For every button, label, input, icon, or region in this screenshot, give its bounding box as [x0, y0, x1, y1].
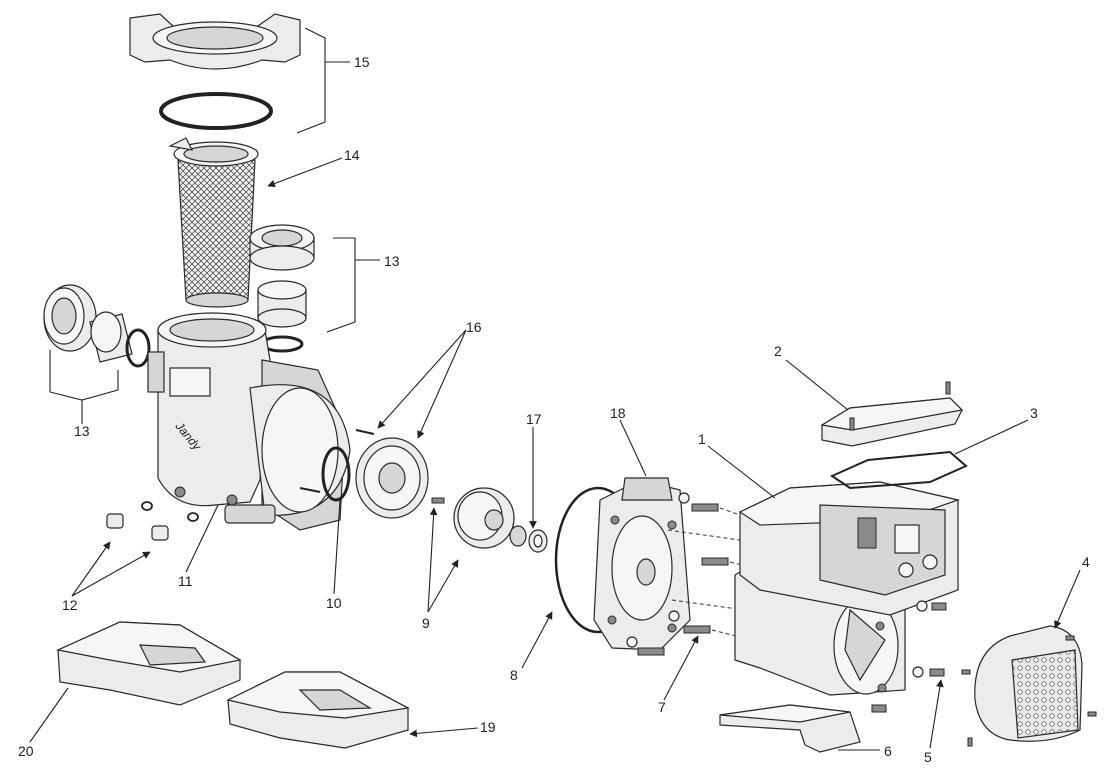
- callout-5: 5: [924, 749, 932, 765]
- drive-enclosure: [738, 481, 961, 616]
- shaft-seal: [509, 525, 548, 553]
- diffuser-o-ring: [321, 446, 351, 502]
- motor-support: [719, 704, 861, 753]
- callout-19: 19: [480, 719, 496, 735]
- diffuser-pins: [299, 429, 375, 493]
- callout-13-right: 13: [384, 253, 400, 269]
- rear-bolts: [871, 600, 947, 713]
- callout-1: 1: [698, 431, 706, 447]
- callout-16: 16: [466, 319, 482, 335]
- diffuser: [355, 437, 429, 519]
- lid-o-ring: [159, 92, 273, 130]
- seal-plate: [593, 477, 691, 651]
- union-nut-outlet: [249, 224, 315, 271]
- drain-plugs: [106, 501, 199, 541]
- callout-12: 12: [62, 597, 78, 613]
- callout-6: 6: [884, 743, 892, 759]
- strainer-basket: [168, 137, 259, 308]
- strainer-lid: [129, 13, 301, 70]
- callout-4: 4: [1082, 554, 1090, 570]
- callout-18: 18: [610, 405, 626, 421]
- callout-10: 10: [326, 595, 342, 611]
- callout-8: 8: [510, 667, 518, 683]
- pump-base: [56, 621, 242, 706]
- union-nut-inlet: [43, 284, 97, 352]
- callout-13-left: 13: [74, 423, 90, 439]
- callout-20: 20: [18, 743, 34, 759]
- callout-17: 17: [526, 411, 542, 427]
- tailpiece-o-ring-inlet: [125, 328, 151, 368]
- callout-14: 14: [344, 147, 360, 163]
- callout-9: 9: [422, 615, 430, 631]
- motor-bolts: [626, 492, 729, 656]
- callout-3: 3: [1030, 405, 1038, 421]
- base-spacer: [226, 671, 410, 749]
- tailpiece-outlet: [257, 280, 307, 328]
- drive-cover: [820, 381, 964, 447]
- callout-11: 11: [178, 573, 193, 589]
- callout-2: 2: [774, 343, 782, 359]
- leader-lines: [29, 27, 1081, 751]
- impeller-screw: [431, 497, 445, 504]
- pump-housing: Jandy: [147, 312, 351, 531]
- callout-15: 15: [354, 54, 370, 70]
- impeller: [453, 487, 515, 549]
- callout-7: 7: [658, 699, 666, 715]
- tailpiece-inlet: [89, 311, 133, 363]
- fan-cover: [961, 625, 1097, 747]
- drive-cover-gasket: [829, 450, 968, 490]
- callout-labels: 1 2 3 4 5 6 7 8 9 10 11 12 13 13 14 15 1…: [18, 54, 1090, 765]
